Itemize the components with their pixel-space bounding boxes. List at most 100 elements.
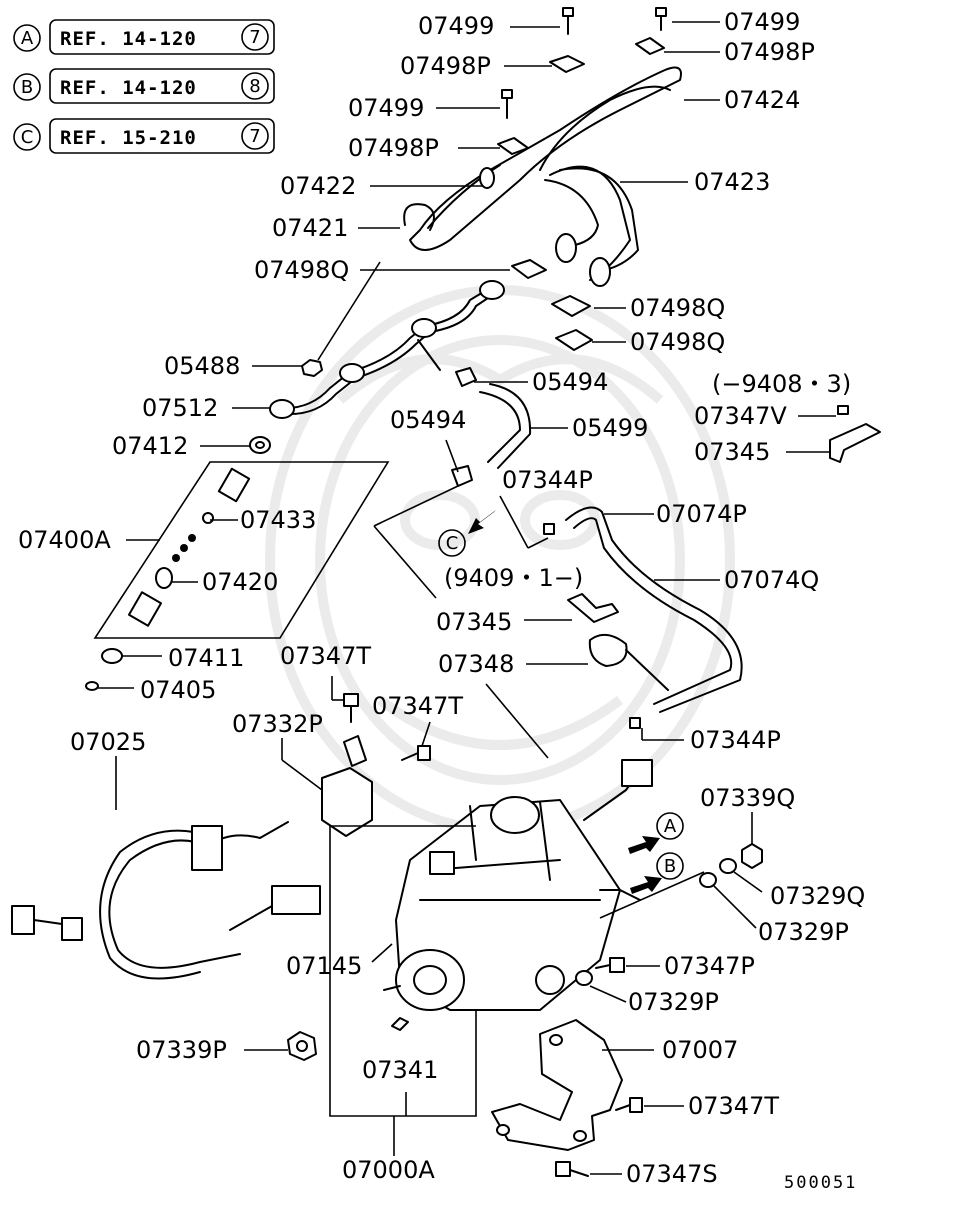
ref-box-a[interactable]: A REF. 14-120 7 bbox=[13, 19, 275, 55]
bracket-07332P bbox=[321, 735, 373, 837]
label-07498P-c[interactable]: 07498P bbox=[348, 134, 439, 162]
label-07422[interactable]: 07422 bbox=[280, 172, 356, 200]
part-labels: 07499 07499 07498P 07498P 07499 07424 07… bbox=[18, 8, 865, 1193]
ref-num-c: 7 bbox=[249, 126, 260, 147]
note-date-b: (9409・1−) bbox=[444, 564, 583, 592]
arrow-a bbox=[628, 836, 660, 854]
harness-07025 bbox=[11, 821, 321, 980]
clamp-07348 bbox=[588, 633, 669, 691]
bracket-07007 bbox=[491, 1019, 623, 1151]
label-07424[interactable]: 07424 bbox=[724, 86, 800, 114]
label-05499[interactable]: 05499 bbox=[572, 414, 648, 442]
injection-pipes bbox=[403, 66, 682, 287]
label-07498P-b[interactable]: 07498P bbox=[724, 38, 815, 66]
label-07347T-a[interactable]: 07347T bbox=[280, 642, 371, 670]
label-07074P[interactable]: 07074P bbox=[656, 500, 747, 528]
bolt-07347T-b bbox=[401, 745, 431, 761]
label-05488[interactable]: 05488 bbox=[164, 352, 240, 380]
label-07347T-c[interactable]: 07347T bbox=[688, 1092, 779, 1120]
label-07007[interactable]: 07007 bbox=[662, 1036, 738, 1064]
label-07405[interactable]: 07405 bbox=[140, 676, 216, 704]
arrow-c bbox=[468, 510, 496, 534]
label-07339P[interactable]: 07339P bbox=[136, 1036, 227, 1064]
label-07329P-a[interactable]: 07329P bbox=[758, 918, 849, 946]
label-07339Q[interactable]: 07339Q bbox=[700, 784, 795, 812]
label-07345-a[interactable]: 07345 bbox=[694, 438, 770, 466]
ref-text-a: REF. 14-120 bbox=[60, 28, 197, 50]
clamp-05494-a bbox=[455, 367, 477, 387]
label-07000A[interactable]: 07000A bbox=[342, 1156, 435, 1184]
bolt-07499-mid bbox=[501, 89, 513, 119]
washer-07329Q bbox=[719, 858, 737, 874]
ref-box-c[interactable]: C REF. 15-210 7 bbox=[13, 118, 275, 154]
label-07344P-a[interactable]: 07344P bbox=[502, 466, 593, 494]
bolt-07499-top-center bbox=[562, 7, 574, 35]
label-07074Q[interactable]: 07074Q bbox=[724, 566, 819, 594]
callout-c[interactable]: C bbox=[438, 529, 466, 557]
note-date-a: (−9408・3) bbox=[712, 370, 851, 398]
label-07329Q[interactable]: 07329Q bbox=[770, 882, 865, 910]
diagram-code: 500051 bbox=[784, 1173, 857, 1193]
label-07341[interactable]: 07341 bbox=[362, 1056, 438, 1084]
label-05494-b[interactable]: 05494 bbox=[390, 406, 466, 434]
callout-a[interactable]: A bbox=[656, 812, 684, 840]
o-ring-07411 bbox=[101, 648, 123, 664]
label-07347T-b[interactable]: 07347T bbox=[372, 692, 463, 720]
label-05494-a[interactable]: 05494 bbox=[532, 368, 608, 396]
o-ring-07405 bbox=[85, 681, 99, 691]
washer-07412 bbox=[249, 436, 271, 454]
label-07347V[interactable]: 07347V bbox=[694, 402, 787, 430]
label-07499-c[interactable]: 07499 bbox=[348, 94, 424, 122]
label-07499-b[interactable]: 07499 bbox=[724, 8, 800, 36]
ref-text-c: REF. 15-210 bbox=[60, 127, 197, 149]
label-07348[interactable]: 07348 bbox=[438, 650, 514, 678]
label-07347S[interactable]: 07347S bbox=[626, 1160, 718, 1188]
label-07421[interactable]: 07421 bbox=[272, 214, 348, 242]
bolt-07347T-a bbox=[343, 693, 359, 723]
ref-letter-c: C bbox=[21, 127, 34, 148]
leader-lines bbox=[98, 21, 836, 1175]
arrow-b bbox=[630, 876, 662, 894]
ref-letter-a: A bbox=[21, 28, 34, 49]
hose-05499 bbox=[479, 383, 532, 469]
label-07498Q-a[interactable]: 07498Q bbox=[254, 256, 349, 284]
label-07332P[interactable]: 07332P bbox=[232, 710, 323, 738]
label-07329P-b[interactable]: 07329P bbox=[628, 988, 719, 1016]
clip-07498Q-b bbox=[551, 295, 591, 317]
ref-num-b: 8 bbox=[249, 76, 260, 97]
svg-text:B: B bbox=[664, 856, 676, 877]
nut-07339Q bbox=[741, 843, 763, 869]
label-07345-b[interactable]: 07345 bbox=[436, 608, 512, 636]
callout-b[interactable]: B bbox=[656, 852, 684, 880]
svg-text:C: C bbox=[446, 533, 459, 554]
label-07400A[interactable]: 07400A bbox=[18, 526, 111, 554]
label-07025[interactable]: 07025 bbox=[70, 728, 146, 756]
injection-pump-07145 bbox=[383, 759, 653, 1011]
label-07420[interactable]: 07420 bbox=[202, 568, 278, 596]
label-07498Q-c[interactable]: 07498Q bbox=[630, 328, 725, 356]
watermark-emblem bbox=[265, 285, 735, 835]
ref-box-b[interactable]: B REF. 14-120 8 bbox=[13, 68, 275, 104]
svg-text:A: A bbox=[664, 816, 677, 837]
label-07411[interactable]: 07411 bbox=[168, 644, 244, 672]
label-07344P-b[interactable]: 07344P bbox=[690, 726, 781, 754]
label-07499-a[interactable]: 07499 bbox=[418, 12, 494, 40]
bolt-07499-top-right bbox=[655, 7, 667, 31]
label-07512[interactable]: 07512 bbox=[142, 394, 218, 422]
bolt-07347S bbox=[555, 1161, 589, 1177]
clip-07498P-b bbox=[635, 37, 665, 55]
kit-07400A-box bbox=[93, 461, 390, 639]
connector-07344P-a bbox=[543, 523, 555, 535]
label-07498P-a[interactable]: 07498P bbox=[400, 52, 491, 80]
label-07145[interactable]: 07145 bbox=[286, 952, 362, 980]
hose-07074 bbox=[565, 506, 743, 713]
connector-07344P-b bbox=[629, 717, 641, 729]
label-07423[interactable]: 07423 bbox=[694, 168, 770, 196]
label-07347P[interactable]: 07347P bbox=[664, 952, 755, 980]
label-07412[interactable]: 07412 bbox=[112, 432, 188, 460]
nut-05488 bbox=[301, 359, 323, 377]
ref-text-b: REF. 14-120 bbox=[60, 77, 197, 99]
label-07433[interactable]: 07433 bbox=[240, 506, 316, 534]
label-07498Q-b[interactable]: 07498Q bbox=[630, 294, 725, 322]
